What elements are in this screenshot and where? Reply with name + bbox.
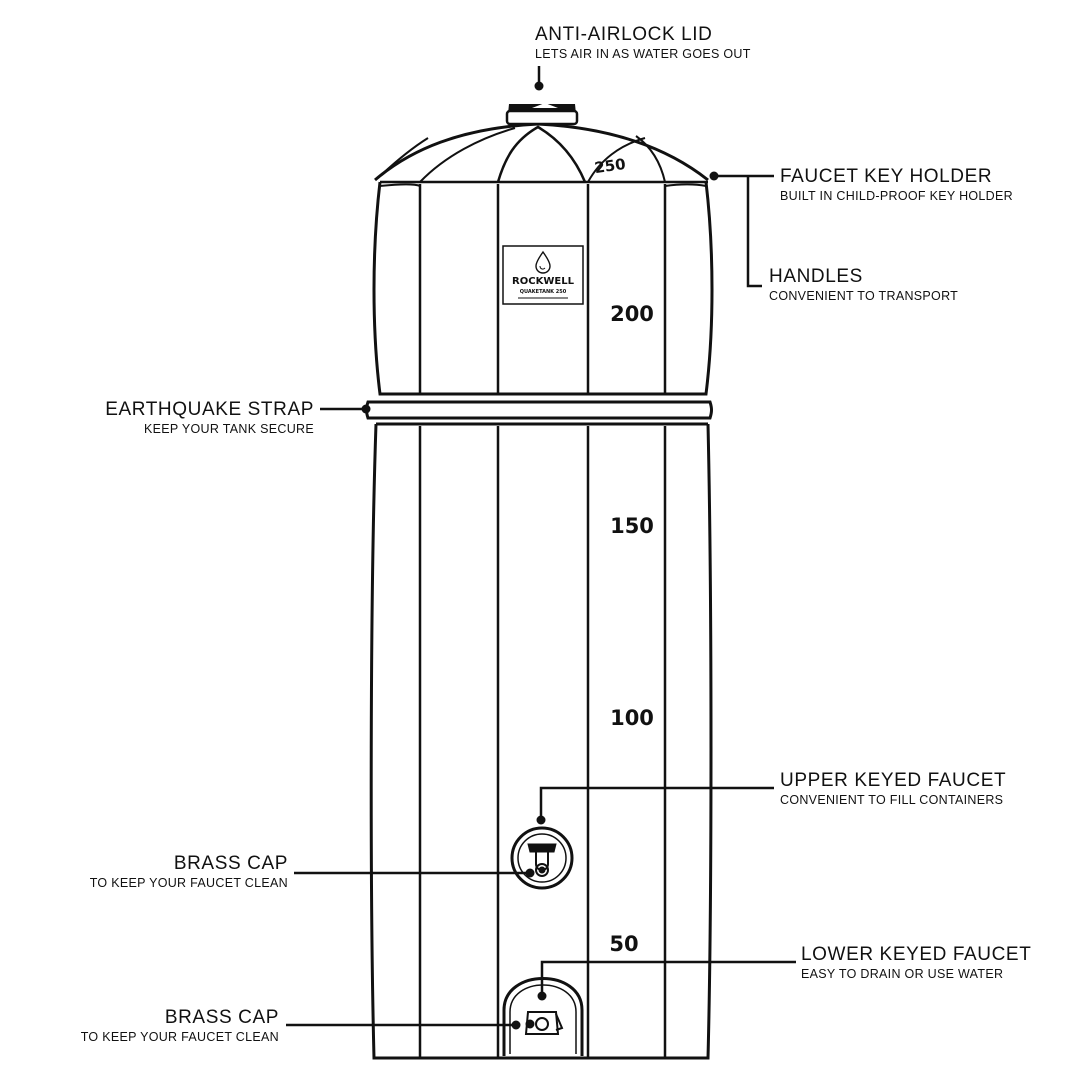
callout-subtitle: TO KEEP YOUR FAUCET CLEAN <box>80 1030 279 1044</box>
callout-title: FAUCET KEY HOLDER <box>780 166 993 187</box>
tank-upper-body <box>372 180 714 396</box>
gauge-mark-50: 50 <box>609 932 638 956</box>
callout-handles: HANDLES CONVENIENT TO TRANSPORT <box>769 267 958 303</box>
callout-subtitle: KEEP YOUR TANK SECURE <box>143 422 314 436</box>
callout-subtitle: BUILT IN CHILD-PROOF KEY HOLDER <box>780 189 1013 203</box>
callout-subtitle: TO KEEP YOUR FAUCET CLEAN <box>89 876 288 890</box>
callout-subtitle: EASY TO DRAIN OR USE WATER <box>801 967 1004 981</box>
brass-cap-upper-icon <box>538 866 546 874</box>
callout-subtitle: LETS AIR IN AS WATER GOES OUT <box>535 47 751 61</box>
callout-subtitle: CONVENIENT TO TRANSPORT <box>769 289 959 303</box>
tank-dome <box>374 122 709 183</box>
gauge-mark-100: 100 <box>610 706 654 730</box>
callout-title: UPPER KEYED FAUCET <box>780 770 1007 791</box>
tank-lower-body <box>369 422 713 1060</box>
callout-title: BRASS CAP <box>173 853 288 874</box>
water-drop-icon <box>535 250 551 274</box>
callout-brass-cap-upper: BRASS CAP TO KEEP YOUR FAUCET CLEAN <box>90 854 288 890</box>
brand-label: ROCKWELL QUAKETANK 250 <box>502 245 584 305</box>
anti-airlock-lid <box>505 103 579 126</box>
gauge-mark-150: 150 <box>610 514 654 538</box>
callout-title: EARTHQUAKE STRAP <box>105 399 314 420</box>
earthquake-strap-band <box>365 400 713 420</box>
upper-faucet-assembly <box>510 826 574 890</box>
callout-title: ANTI-AIRLOCK LID <box>535 24 713 45</box>
brand-model: QUAKETANK 250 <box>520 289 567 295</box>
callout-brass-cap-lower: BRASS CAP TO KEEP YOUR FAUCET CLEAN <box>81 1008 279 1044</box>
leader-dots <box>361 81 719 1030</box>
callout-lower-keyed-faucet: LOWER KEYED FAUCET EASY TO DRAIN OR USE … <box>801 945 1031 981</box>
callout-subtitle: CONVENIENT TO FILL CONTAINERS <box>780 793 1004 807</box>
brand-name: ROCKWELL <box>512 276 575 287</box>
callout-title: LOWER KEYED FAUCET <box>801 944 1032 965</box>
leader-lines <box>286 66 796 1027</box>
callout-upper-keyed-faucet: UPPER KEYED FAUCET CONVENIENT TO FILL CO… <box>780 771 1006 807</box>
callout-faucet-key-holder: FAUCET KEY HOLDER BUILT IN CHILD-PROOF K… <box>780 167 1013 203</box>
callout-title: BRASS CAP <box>164 1007 279 1028</box>
gauge-mark-250: 250 <box>593 155 627 177</box>
brass-cap-lower-icon <box>525 1019 535 1029</box>
callout-anti-airlock-lid: ANTI-AIRLOCK LID LETS AIR IN AS WATER GO… <box>535 25 751 61</box>
callout-earthquake-strap: EARTHQUAKE STRAP KEEP YOUR TANK SECURE <box>105 400 314 436</box>
callout-title: HANDLES <box>769 266 863 287</box>
gauge-mark-200: 200 <box>610 302 654 326</box>
